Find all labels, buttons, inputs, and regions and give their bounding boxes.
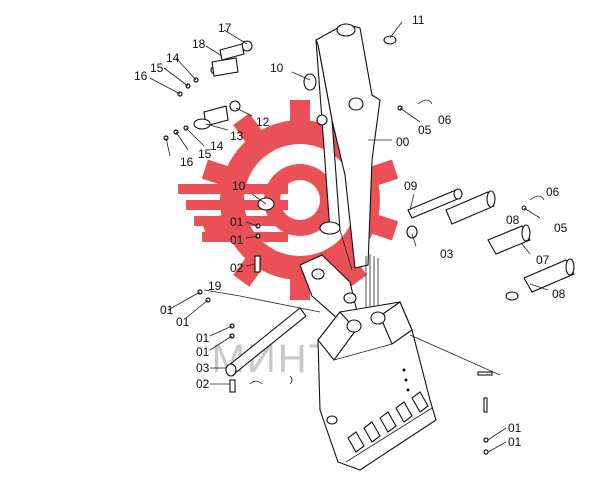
gear-tooth — [233, 113, 267, 150]
bucket — [317, 301, 501, 471]
gear-tooth — [363, 212, 399, 241]
callout-01: 01 — [508, 421, 522, 435]
callout-11: 11 — [412, 13, 425, 27]
callout-06: 06 — [438, 113, 452, 127]
callout-16: 16 — [180, 155, 194, 169]
callout-01: 01 — [160, 303, 174, 317]
callout-02: 02 — [196, 377, 210, 391]
callout-19: 19 — [208, 279, 222, 293]
callout-03: 03 — [440, 247, 454, 261]
callout-07: 07 — [536, 253, 550, 267]
callout-08: 08 — [552, 287, 566, 301]
callout-18: 18 — [192, 37, 206, 51]
callout-01: 01 — [508, 435, 522, 449]
callout-17: 17 — [218, 21, 232, 35]
gear-tooth — [290, 100, 310, 130]
callout-01: 01 — [196, 331, 210, 345]
callout-13: 13 — [230, 129, 244, 143]
callout-10: 10 — [270, 61, 284, 75]
callout-12: 12 — [256, 115, 270, 129]
callout-09: 09 — [404, 179, 418, 193]
callout-01: 01 — [176, 315, 190, 329]
callout-01: 01 — [230, 215, 244, 229]
callout-01: 01 — [196, 345, 210, 359]
callout-14: 14 — [210, 139, 224, 153]
leader-lines — [149, 21, 549, 453]
callout-05: 05 — [418, 123, 432, 137]
pins — [406, 188, 575, 301]
callout-labels: 17 18 14 15 16 11 10 12 13 14 15 16 06 0… — [134, 13, 568, 449]
callout-15: 15 — [198, 147, 212, 161]
callout-03: 03 — [196, 361, 210, 375]
callout-15: 15 — [150, 61, 164, 75]
callout-10: 10 — [232, 179, 246, 193]
callout-00: 00 — [396, 135, 410, 149]
callout-06: 06 — [546, 185, 560, 199]
callout-01: 01 — [230, 233, 244, 247]
gear-tooth — [333, 250, 367, 287]
gear-tooth — [201, 159, 237, 188]
callout-16: 16 — [134, 69, 148, 83]
callout-08: 08 — [506, 213, 520, 227]
callout-14: 14 — [166, 51, 180, 65]
callout-02: 02 — [230, 261, 244, 275]
callout-05: 05 — [554, 221, 568, 235]
arm-assembly — [299, 23, 381, 327]
